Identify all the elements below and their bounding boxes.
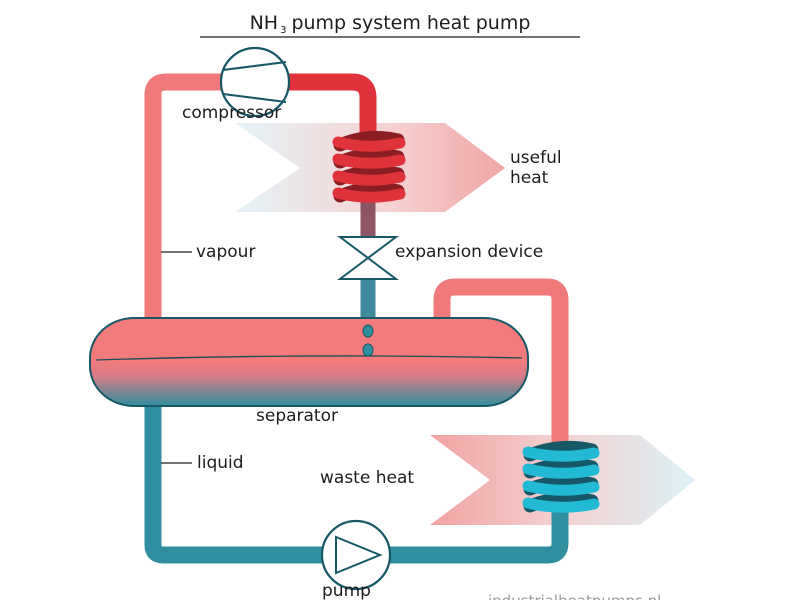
expansion-device-label: expansion device <box>395 242 543 262</box>
droplet-1 <box>362 324 374 338</box>
liquid-pipe <box>144 395 322 564</box>
hot-discharge-pipe <box>288 73 377 200</box>
useful-heat-label-line2: heat <box>510 168 549 188</box>
condenser-coil <box>332 130 406 203</box>
waste-heat-label: waste heat <box>320 468 414 488</box>
title-prefix: NH <box>250 12 279 34</box>
separator-label: separator <box>256 406 338 426</box>
compressor-label: compressor <box>182 103 281 123</box>
expansion-valve-icon <box>337 236 399 280</box>
compressor-icon <box>219 46 291 118</box>
pump-icon <box>320 519 392 591</box>
pump-outlet-pipe <box>390 505 569 564</box>
title-subscript: 3 <box>280 25 286 36</box>
separator-vessel <box>89 317 529 407</box>
useful-heat-label-line1: useful <box>510 148 562 168</box>
droplet-2 <box>362 343 374 357</box>
evaporator-coil <box>522 440 600 513</box>
vapour-label: vapour <box>196 242 255 262</box>
watermark-text: industrialheatpumps.nl <box>488 592 661 600</box>
title-suffix: pump system heat pump <box>291 12 530 34</box>
vapour-pipe <box>144 73 222 325</box>
liquid-label: liquid <box>197 453 244 473</box>
separator-liquid-level <box>95 355 523 361</box>
pump-label: pump <box>322 581 371 600</box>
return-pipe <box>433 278 569 445</box>
